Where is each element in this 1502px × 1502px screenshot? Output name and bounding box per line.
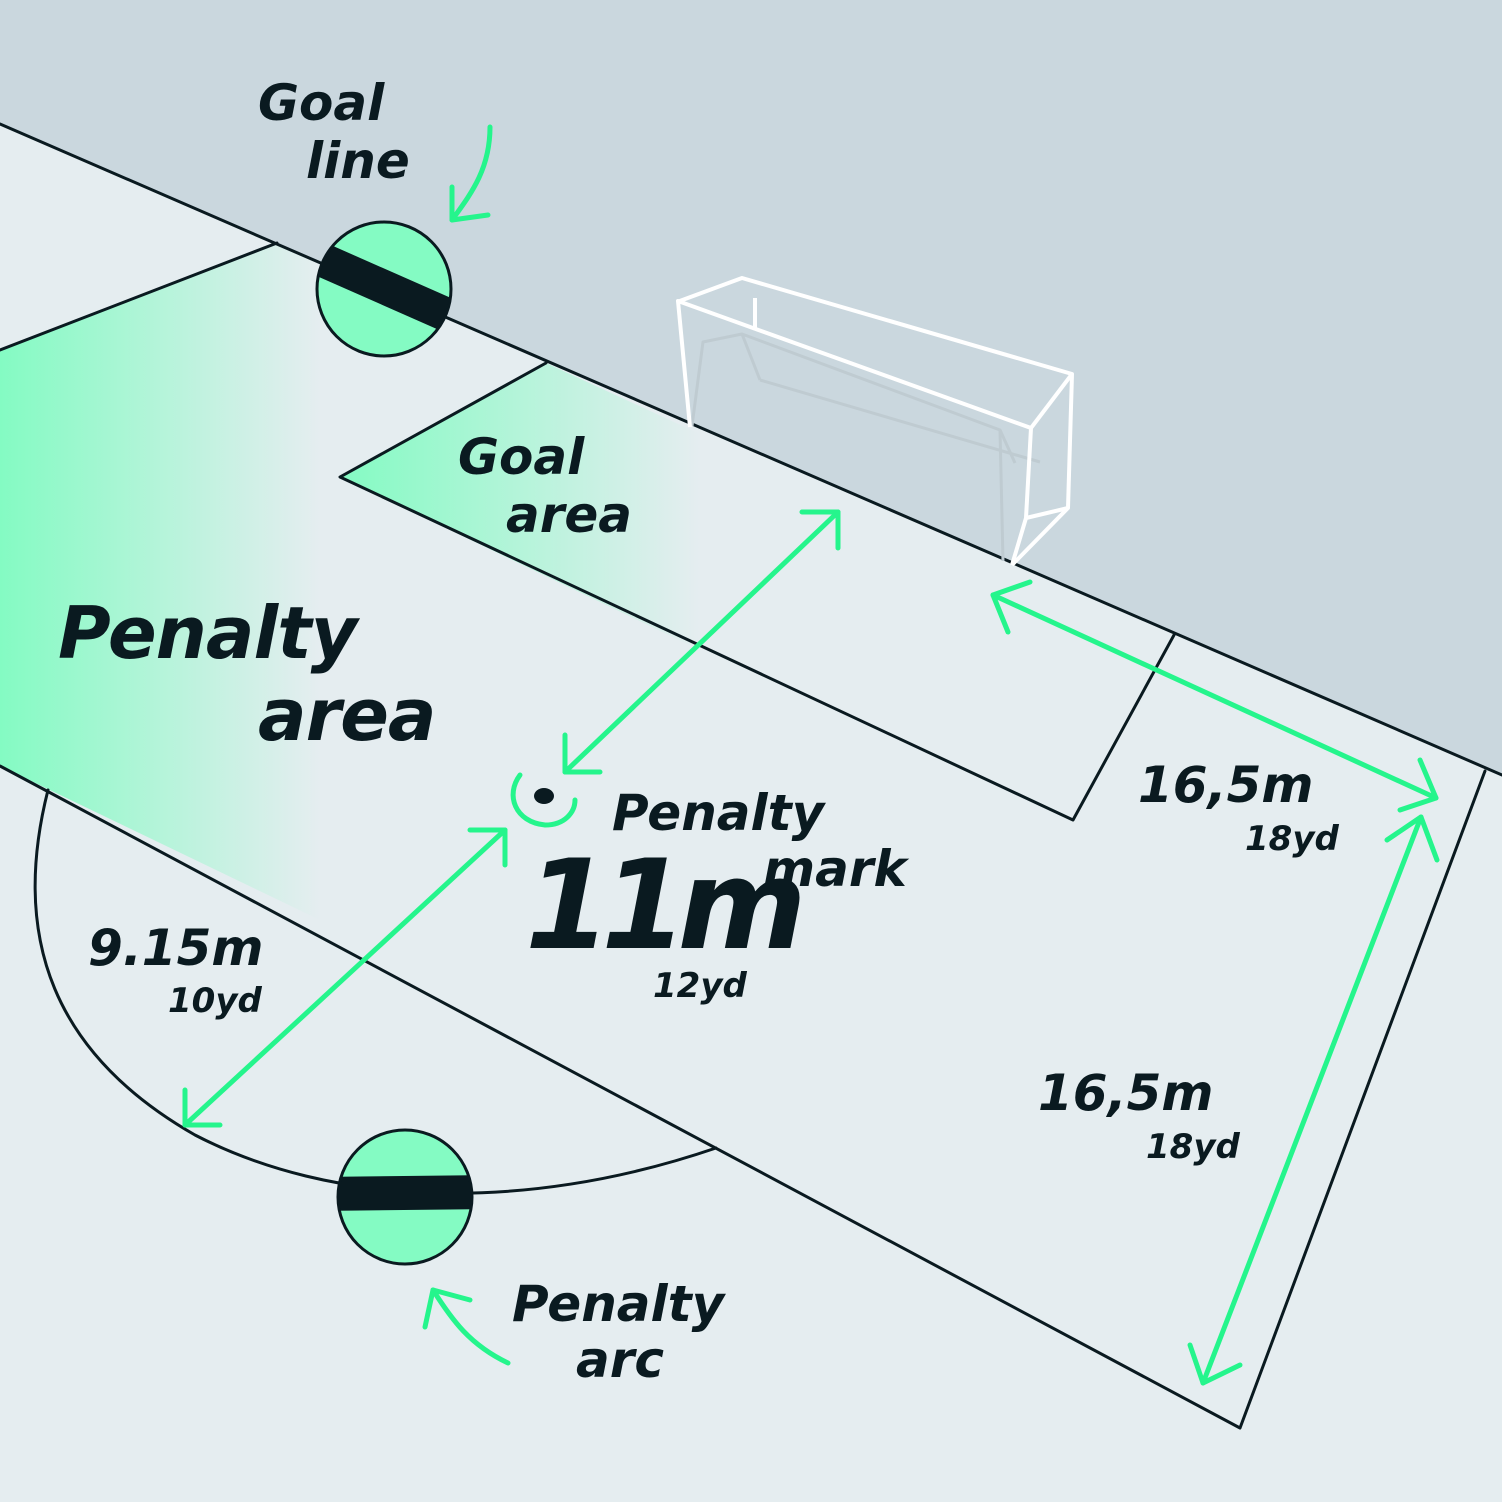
penalty-area-front-line [0,764,1487,1430]
arc-radius-metric: 9.15m [88,919,263,977]
penalty-distance-arrow [562,509,841,775]
goal-area-lines [338,361,1176,822]
penalty-area-highlight [0,243,320,920]
box-width-metric: 16,5m [1138,756,1313,814]
penalty-area-label: Penalty area [58,591,436,757]
penalty-mark-label: Penalty mark [612,784,909,898]
arc-radius-arrow [182,827,508,1128]
outside-pitch-area [0,0,1502,775]
penalty-arc-label: Penalty arc [512,1275,742,1389]
box-width-imperial: 18yd [1245,819,1339,859]
field-lines [0,122,1502,1430]
penalty-arc-pointer-arrow [422,1287,511,1366]
goal-area-highlight [340,363,700,650]
arc-radius-imperial: 10yd [168,981,262,1021]
penalty-distance-metric: 11m [525,834,800,978]
penalty-arc-marker [336,1128,474,1266]
goal-line [0,122,1502,777]
box-width-arrow [990,579,1439,813]
penalty-area-lines [0,241,279,352]
penalty-distance-imperial: 12yd [653,966,747,1006]
goal-line-pointer-arrow [449,124,493,223]
box-depth-imperial: 18yd [1146,1127,1240,1167]
goal-line-marker [315,220,453,358]
penalty-arc-line [33,788,718,1195]
goal [676,276,1074,567]
box-depth-arrow [1187,814,1440,1386]
box-depth-metric: 16,5m [1038,1064,1213,1122]
penalty-spot-icon [510,772,578,828]
goal-line-label: Goal line [258,74,410,190]
goal-area-label: Goal area [458,428,632,544]
